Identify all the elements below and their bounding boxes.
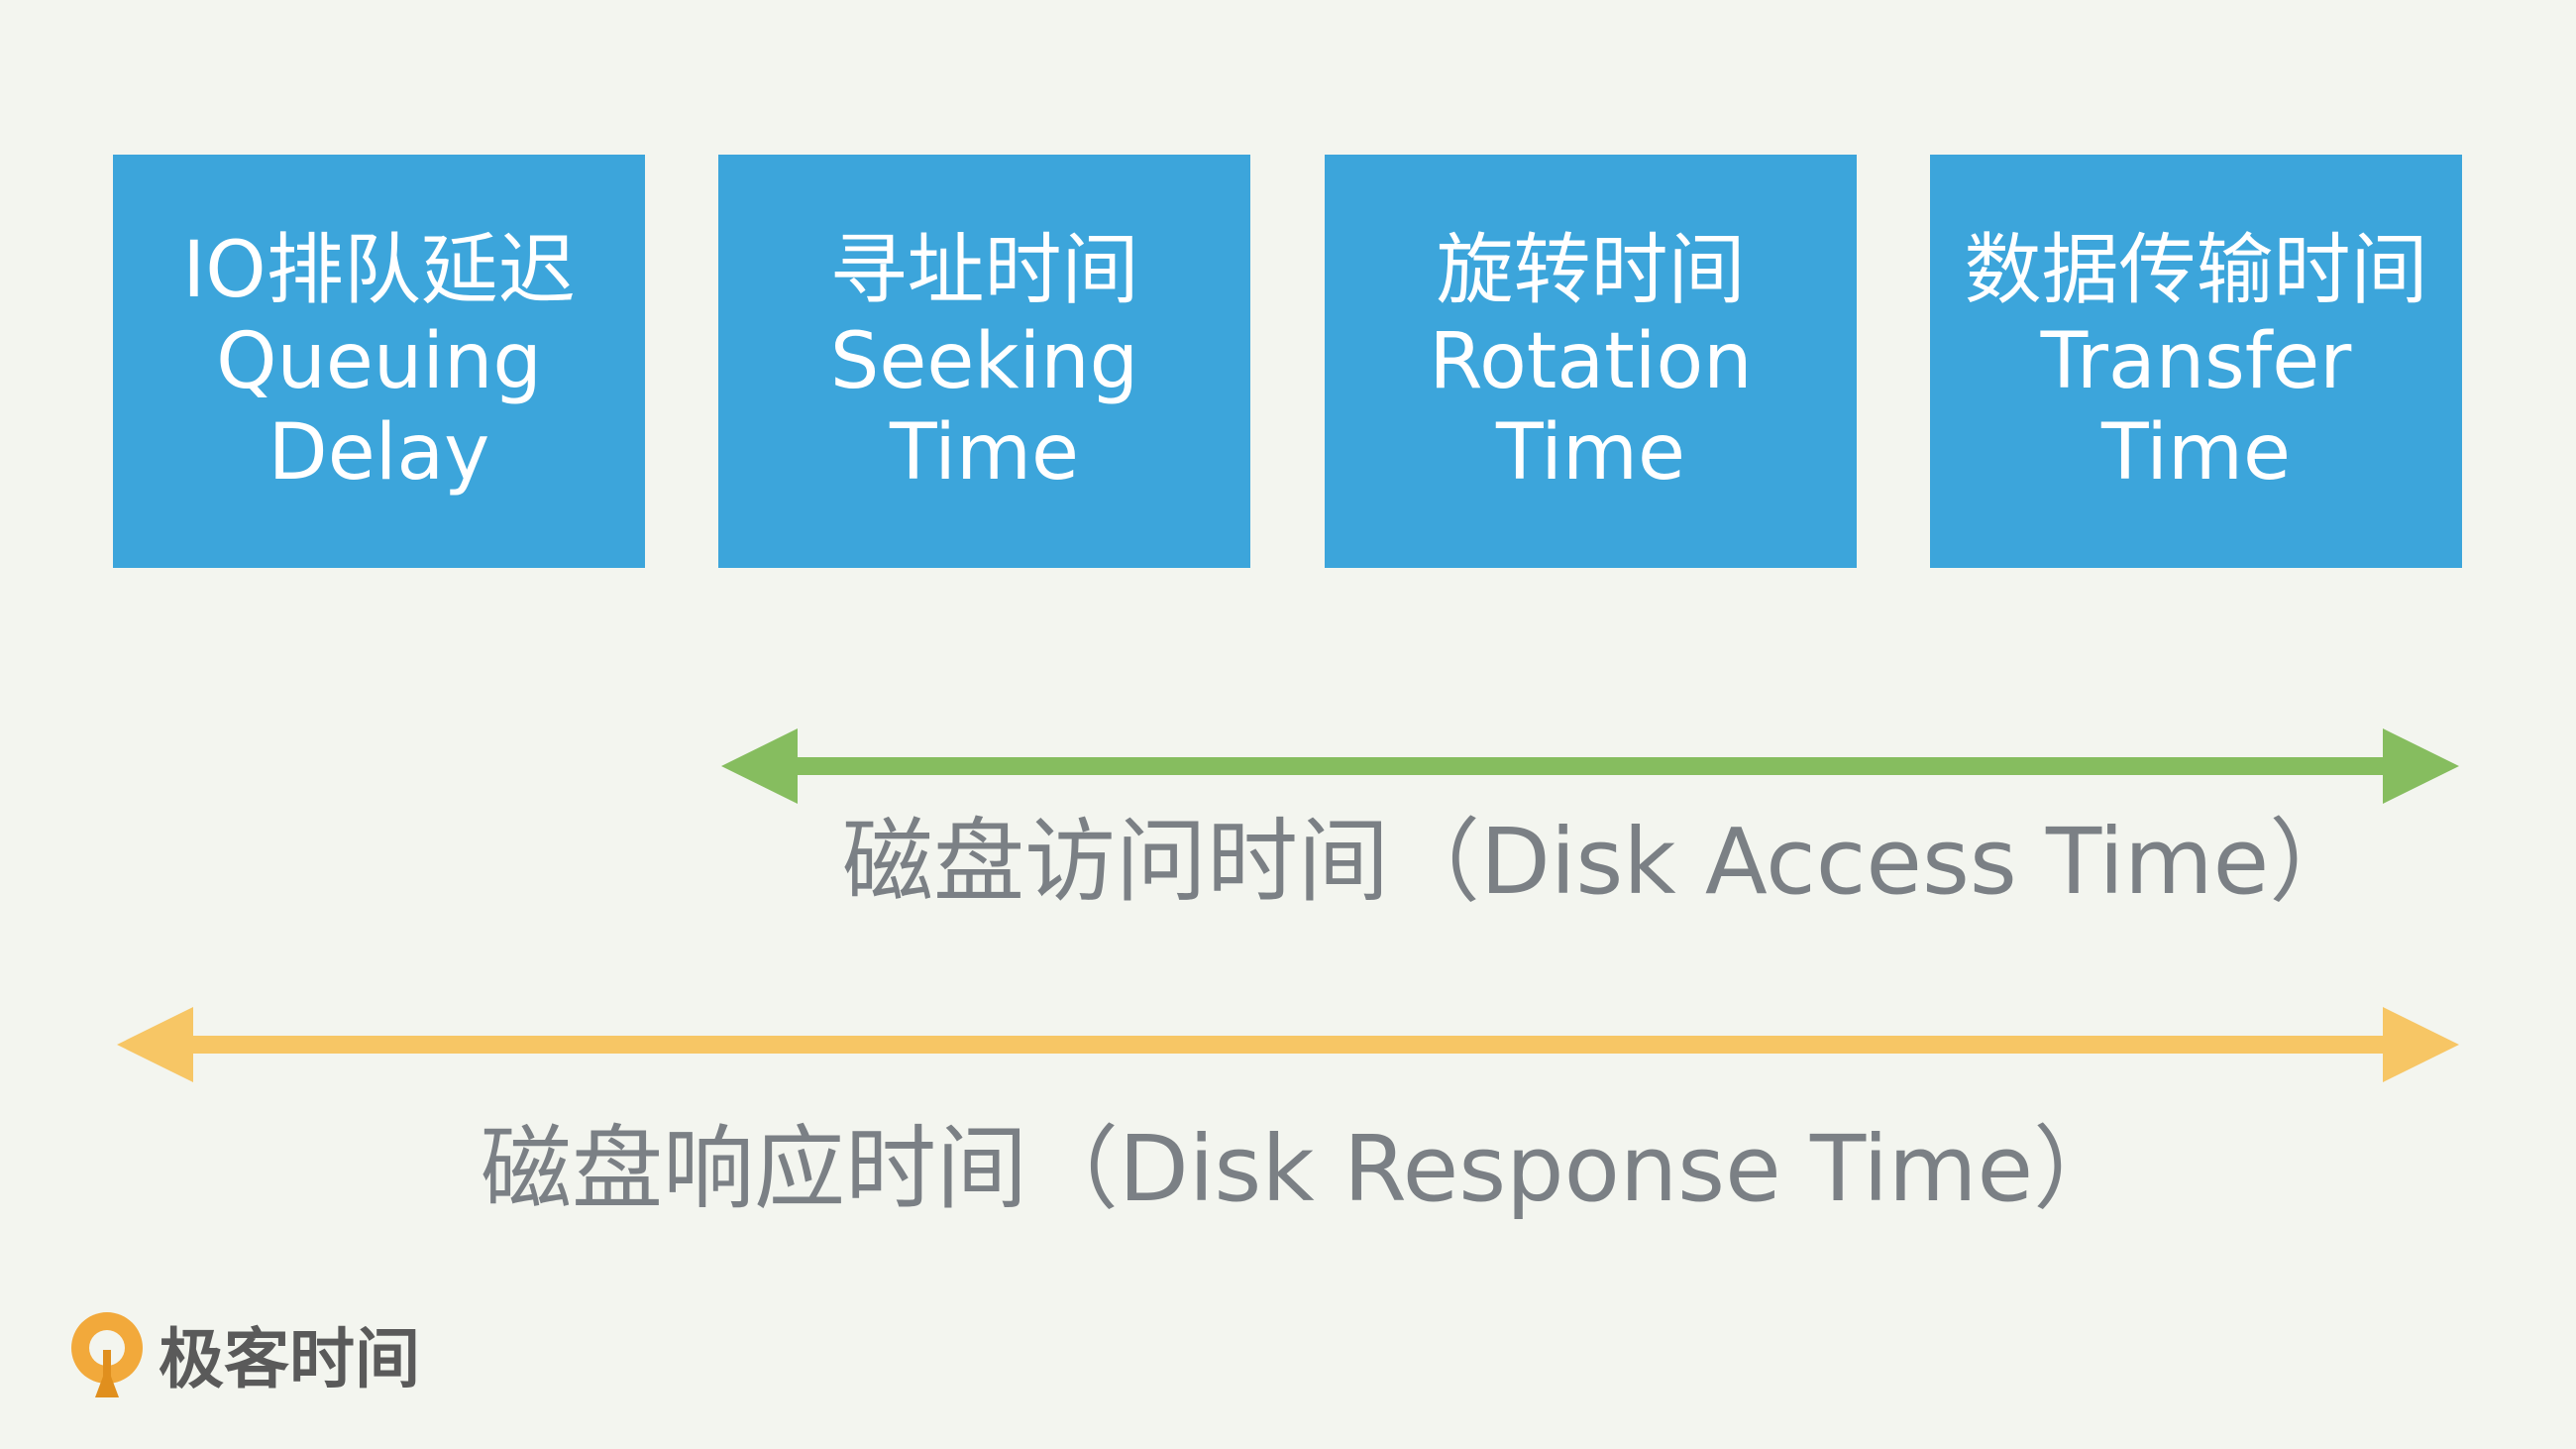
geektime-logo-icon [71, 1312, 143, 1397]
logo-text: 极客时间 [159, 1321, 420, 1397]
transfer-time-box: 数据传输时间 Transfer Time [1930, 155, 2462, 568]
box-label-en-2: Time [2101, 407, 2291, 498]
box-label-en-1: Transfer [2040, 316, 2352, 406]
box-label-en-2: Delay [268, 407, 490, 498]
box-label-zh: IO排队延迟 [182, 225, 576, 315]
disk-response-arrow [117, 1007, 2459, 1082]
queuing-delay-box: IO排队延迟 Queuing Delay [113, 155, 645, 568]
box-label-en-1: Queuing [216, 316, 542, 406]
box-label-en-1: Rotation [1429, 316, 1753, 406]
box-label-en-2: Time [890, 407, 1079, 498]
disk-access-arrow [721, 728, 2459, 804]
box-label-zh: 旋转时间 [1436, 225, 1746, 315]
box-label-zh: 寻址时间 [829, 225, 1139, 315]
disk-access-time-label: 磁盘访问时间（Disk Access Time） [842, 809, 2361, 915]
disk-response-time-label: 磁盘响应时间（Disk Response Time） [481, 1116, 2125, 1222]
box-label-zh: 数据传输时间 [1964, 225, 2428, 315]
seeking-time-box: 寻址时间 Seeking Time [718, 155, 1250, 568]
rotation-time-box: 旋转时间 Rotation Time [1325, 155, 1857, 568]
geektime-logo: 极客时间 [65, 1306, 420, 1401]
box-label-en-2: Time [1496, 407, 1685, 498]
box-label-en-1: Seeking [829, 316, 1139, 406]
